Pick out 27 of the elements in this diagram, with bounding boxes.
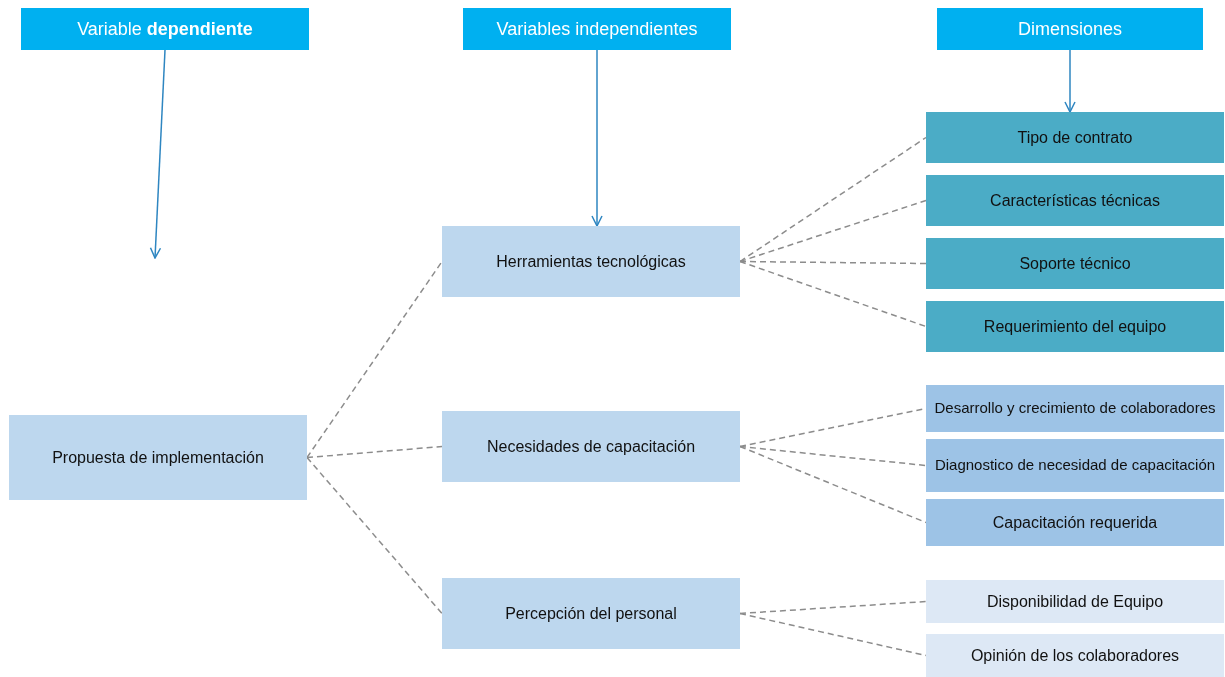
dashed-connector bbox=[306, 260, 443, 459]
dimension-box: Desarrollo y crecimiento de colaboradores bbox=[926, 385, 1224, 432]
dashed-connector bbox=[739, 260, 927, 328]
dashed-connector bbox=[739, 260, 927, 265]
dashed-connector bbox=[739, 199, 927, 263]
arrow bbox=[149, 49, 166, 259]
dimension-box: Soporte técnico bbox=[926, 238, 1224, 289]
dashed-connector bbox=[306, 445, 443, 459]
dimension-box: Características técnicas bbox=[926, 175, 1224, 226]
dimension-box: Disponibilidad de Equipo bbox=[926, 580, 1224, 623]
dashed-connector bbox=[306, 456, 443, 615]
column-header: Variable dependiente bbox=[21, 8, 309, 50]
dimension-box: Capacitación requerida bbox=[926, 499, 1224, 546]
variable-box: Necesidades de capacitación bbox=[442, 411, 740, 482]
dashed-connector bbox=[739, 445, 927, 467]
dimension-box: Requerimiento del equipo bbox=[926, 301, 1224, 352]
arrow bbox=[591, 49, 603, 227]
column-header: Variables independientes bbox=[463, 8, 731, 50]
column-header: Dimensiones bbox=[937, 8, 1203, 50]
dimension-box: Tipo de contrato bbox=[926, 112, 1224, 163]
variable-box: Percepción del personal bbox=[442, 578, 740, 649]
dimension-box: Opinión de los colaboradores bbox=[926, 634, 1224, 677]
arrow bbox=[1064, 49, 1076, 113]
dimension-box: Diagnostico de necesidad de capacitación bbox=[926, 439, 1224, 492]
dashed-connector bbox=[739, 136, 927, 263]
variable-box: Herramientas tecnológicas bbox=[442, 226, 740, 297]
variable-box: Propuesta de implementación bbox=[9, 415, 307, 500]
